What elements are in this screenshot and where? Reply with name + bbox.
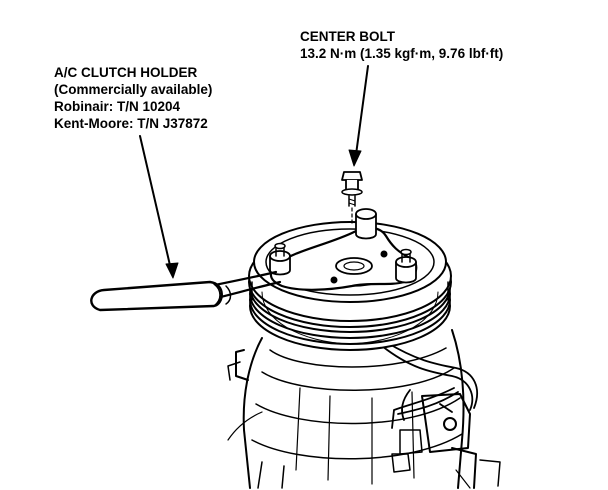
center-bolt bbox=[341, 171, 363, 227]
clutch-holder-robinair-part: Robinair: T/N 10204 bbox=[54, 99, 181, 114]
clutch-holder-label: A/C CLUTCH HOLDER (Commercially availabl… bbox=[54, 64, 212, 132]
wire-harness bbox=[227, 341, 478, 489]
clutch-holder-tool bbox=[90, 208, 418, 312]
clutch-holder-kent-moore-part: Kent-Moore: T/N J37872 bbox=[54, 116, 208, 131]
clutch-holder-title: A/C CLUTCH HOLDER bbox=[54, 65, 198, 80]
compressor-body bbox=[227, 329, 501, 489]
center-bolt-label: CENTER BOLT 13.2 N·m (1.35 kgf·m, 9.76 l… bbox=[300, 28, 503, 62]
clutch-holder-availability: (Commercially available) bbox=[54, 82, 213, 97]
center-bolt-torque: 13.2 N·m (1.35 kgf·m, 9.76 lbf·ft) bbox=[300, 46, 504, 61]
leader-lines bbox=[139, 65, 369, 279]
center-bolt-title: CENTER BOLT bbox=[300, 29, 395, 44]
